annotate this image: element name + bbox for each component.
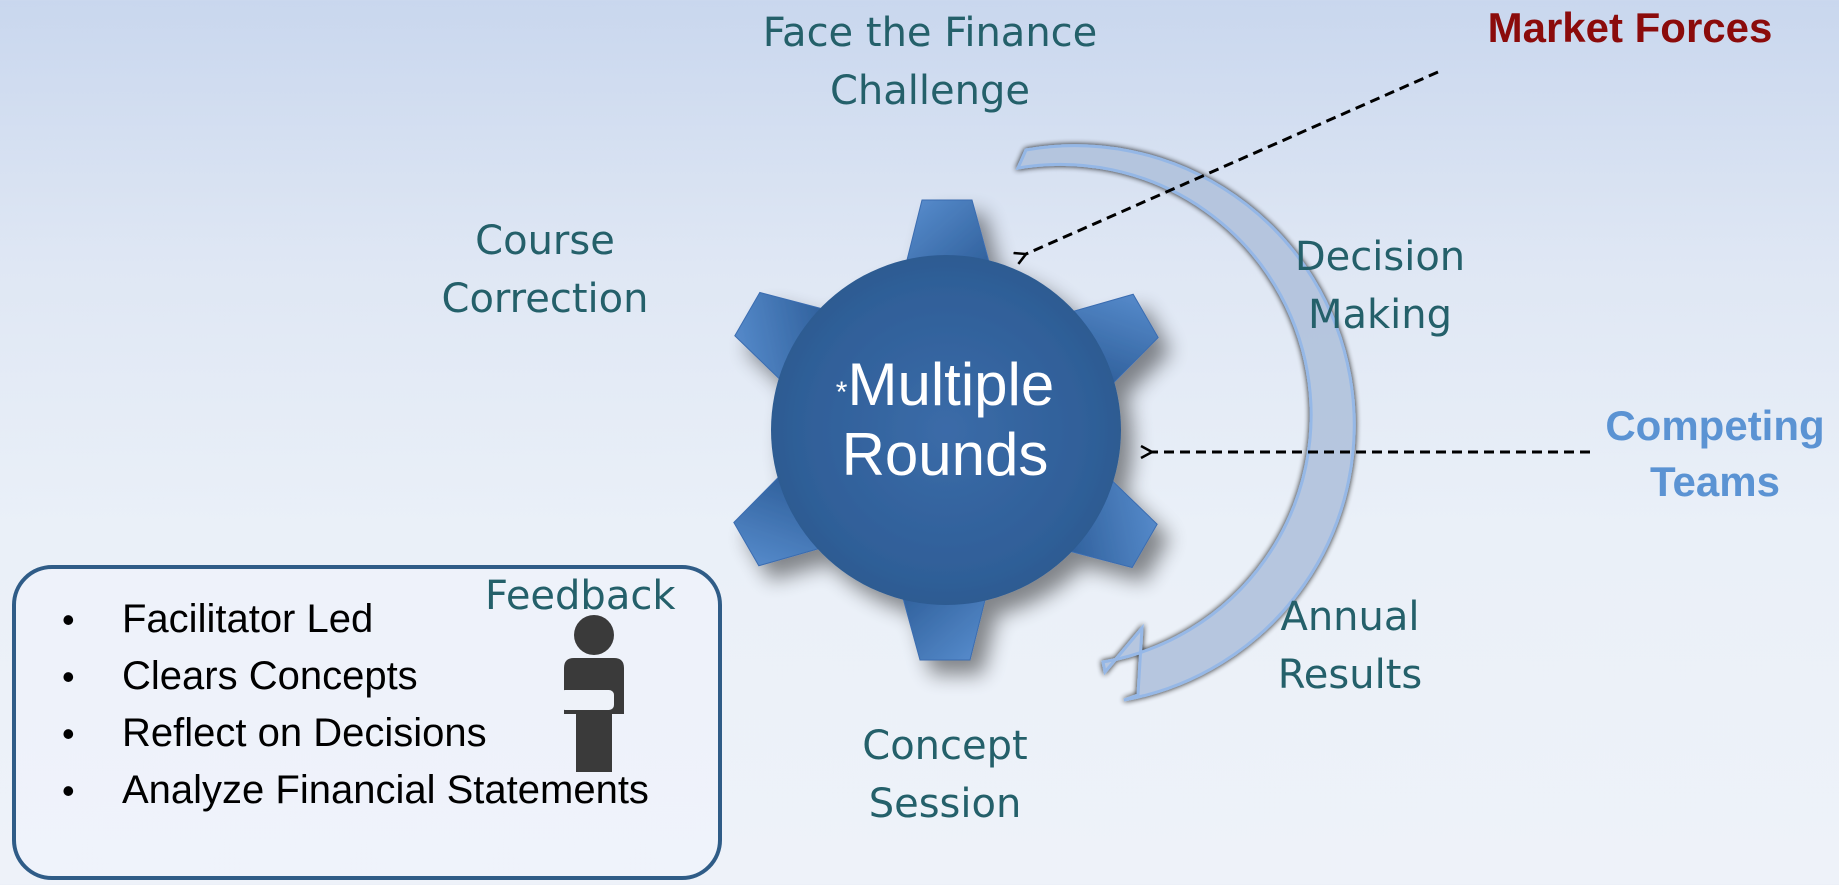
competing-teams-line1: Competing xyxy=(1605,402,1825,449)
person-icon xyxy=(560,615,624,772)
stage-feedback: Feedback xyxy=(485,573,676,619)
stage-face-finance-line1: Face the Finance xyxy=(762,10,1098,56)
gear-icon xyxy=(733,199,1159,661)
center-title: *Multiple Rounds xyxy=(800,350,1090,490)
stage-decision-making: Decision Making xyxy=(1270,228,1490,344)
market-forces-arrow xyxy=(1026,70,1439,254)
stage-decision-making-line1: Decision xyxy=(1294,234,1466,280)
center-line1: Multiple xyxy=(847,351,1055,418)
stage-course-correction-line2: Correction xyxy=(441,276,649,322)
bullet-item: Facilitator Led xyxy=(56,591,649,648)
stage-concept-session: Concept Session xyxy=(840,717,1050,833)
facilitator-info-box: Facilitator Led Clears Concepts Reflect … xyxy=(12,565,722,880)
stage-annual-results-line2: Results xyxy=(1277,652,1423,698)
bullet-list: Facilitator Led Clears Concepts Reflect … xyxy=(56,591,649,819)
market-forces-text: Market Forces xyxy=(1487,4,1773,51)
stage-annual-results-line1: Annual xyxy=(1280,594,1420,640)
stage-face-finance: Face the Finance Challenge xyxy=(740,4,1120,120)
bullet-item: Analyze Financial Statements xyxy=(56,762,649,819)
stage-face-finance-line2: Challenge xyxy=(830,68,1030,114)
stage-decision-making-line2: Making xyxy=(1307,292,1453,338)
stage-concept-session-line1: Concept xyxy=(862,723,1028,769)
stage-annual-results: Annual Results xyxy=(1260,588,1440,704)
competing-teams-label: Competing Teams xyxy=(1590,398,1839,510)
center-line2: Rounds xyxy=(841,421,1049,488)
center-asterisk: * xyxy=(835,376,848,409)
stage-course-correction-line1: Course xyxy=(475,218,615,264)
stage-concept-session-line2: Session xyxy=(868,781,1022,827)
bullet-item: Clears Concepts xyxy=(56,648,649,705)
market-forces-label: Market Forces xyxy=(1440,0,1820,56)
stage-course-correction: Course Correction xyxy=(420,212,670,328)
competing-teams-line2: Teams xyxy=(1650,458,1780,505)
cycle-arrow xyxy=(1015,144,1356,702)
bullet-item: Reflect on Decisions xyxy=(56,705,649,762)
